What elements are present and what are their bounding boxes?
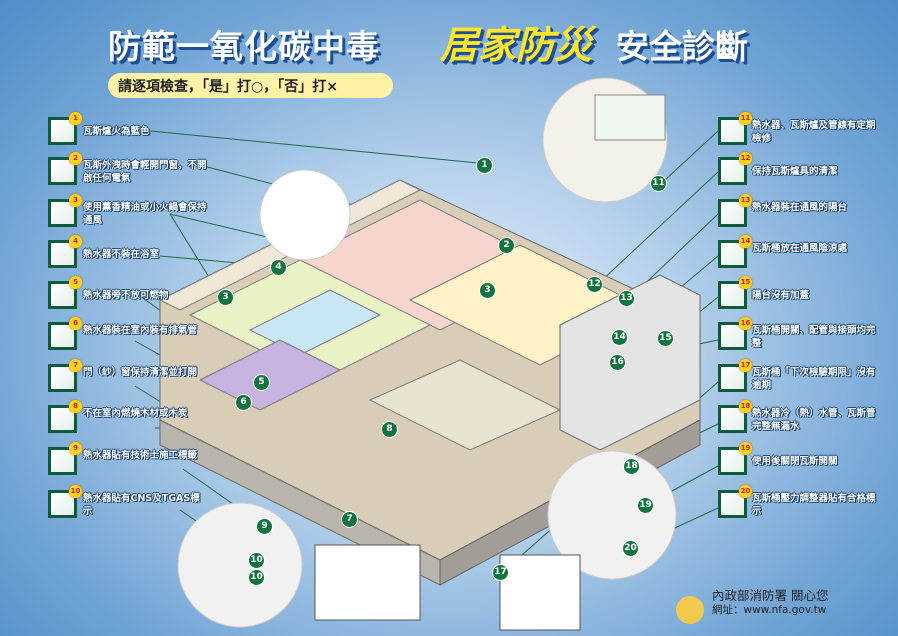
checklist-label-3: 使用薰香精油或小火鍋會保持通風 [83,202,207,226]
item-number-badge: 20 [739,485,752,498]
item-number-badge: 12 [739,152,752,165]
checklist-label-14: 瓦斯桶放在通風陰涼處 [752,243,848,254]
checklist-label-17: 瓦斯桶「下次檢驗期限」沒有逾期 [752,367,876,391]
marker-1: 1 [476,157,493,174]
checklist-label-5: 熱水器旁不放可燃物 [83,290,169,301]
checkbox-item-4[interactable]: 4 [48,235,82,268]
checkbox-item-20[interactable]: 20 [718,485,752,518]
checklist-label-20: 瓦斯桶壓力調整器貼有合格標示 [752,493,876,517]
checklist-label-10: 熱水器貼有CNS及TGAS標示 [83,493,200,517]
item-number-badge: 5 [69,276,82,289]
checkbox-item-2[interactable]: 2 [48,152,82,185]
item-number-badge: 17 [739,359,752,372]
checkbox-item-10[interactable]: 10 [48,485,82,518]
checklist-label-11: 熱水器、瓦斯爐及管線有定期檢修 [752,120,876,144]
marker-12: 12 [586,276,603,293]
item-number-badge: 16 [739,317,752,330]
marker-5: 5 [253,374,270,391]
checkbox-item-6[interactable]: 6 [48,317,82,350]
checkbox-item-16[interactable]: 16 [718,317,752,350]
item-number-badge: 9 [69,442,82,455]
checklist-label-6: 熱水器裝在室內裝有排氣管 [83,325,198,336]
checklist-label-13: 熱水器裝在通風的陽台 [752,202,848,213]
title-main: 防範一氧化碳中毒 [108,27,380,66]
title-highlight: 居家防災 [440,22,593,67]
item-number-badge: 1 [69,112,82,125]
item-number-badge: 11 [739,112,752,125]
item-number-badge: 3 [69,194,82,207]
footer-organization: 內政部消防署 關心您 [712,588,829,603]
checkbox-item-15[interactable]: 15 [718,276,752,309]
marker-10: 10 [248,552,265,569]
checkbox-item-12[interactable]: 12 [718,152,752,185]
checkbox-item-17[interactable]: 17 [718,359,752,392]
checklist-label-7: 門（紗）窗保持清潔並打開 [83,367,198,378]
item-number-badge: 15 [739,276,752,289]
checkbox-item-3[interactable]: 3 [48,194,82,227]
checklist-label-8: 不在室內燃燒木材或木炭 [83,408,188,419]
checkbox-item-8[interactable]: 8 [48,400,82,433]
marker-9: 9 [256,518,273,535]
marker-4: 4 [270,259,287,276]
marker-3: 3 [217,289,234,306]
item-number-badge: 6 [69,317,82,330]
title-end: 安全診斷 [616,27,748,66]
checklist-label-1: 瓦斯爐火為藍色 [83,126,150,137]
checklist-label-9: 熱水器貼有技術士施工標籤 [83,450,198,461]
marker-18: 18 [623,458,640,475]
checkbox-item-13[interactable]: 13 [718,194,752,227]
marker-19: 19 [637,497,654,514]
marker-16: 16 [609,354,626,371]
checklist-label-12: 保持瓦斯爐具的清潔 [752,166,838,177]
marker-14: 14 [611,329,628,346]
checklist-label-16: 瓦斯桶開關、配管與接頭均完整 [752,325,876,349]
marker-20: 20 [622,540,639,557]
marker-13: 13 [618,290,635,307]
item-number-badge: 19 [739,442,752,455]
checklist-label-2: 瓦斯外洩時會輕開門窗，不開啟任何電氣 [83,160,207,184]
checkbox-item-11[interactable]: 11 [718,112,752,145]
item-number-badge: 2 [69,152,82,165]
item-number-badge: 14 [739,235,752,248]
marker-7: 7 [341,511,358,528]
checkbox-item-5[interactable]: 5 [48,276,82,309]
checkbox-item-1[interactable]: 1 [48,112,82,145]
checkbox-item-14[interactable]: 14 [718,235,752,268]
instruction-banner: 請逐項檢查，「是」打○，「否」打× [108,73,393,98]
item-number-badge: 10 [69,485,82,498]
checklist-label-4: 熱水器不裝在浴室 [83,249,160,260]
footer-url: 網址：www.nfa.gov.tw [712,604,827,616]
checkbox-item-7[interactable]: 7 [48,359,82,392]
checkbox-item-18[interactable]: 18 [718,400,752,433]
marker-17: 17 [492,564,509,581]
checklist-label-19: 使用後關閉瓦斯開關 [752,456,838,467]
marker-11: 11 [650,175,667,192]
item-number-badge: 7 [69,359,82,372]
checklist-label-18: 熱水器冷（熱）水管、瓦斯管完整無漏水 [752,408,876,432]
item-number-badge: 18 [739,400,752,413]
checkbox-item-9[interactable]: 9 [48,442,82,475]
marker-6: 6 [235,394,252,411]
checkbox-item-19[interactable]: 19 [718,442,752,475]
checklist-label-15: 陽台沒有加蓋 [752,290,810,301]
item-number-badge: 4 [69,235,82,248]
marker-15: 15 [657,330,674,347]
marker-10: 10 [248,569,265,586]
item-number-badge: 13 [739,194,752,207]
marker-8: 8 [381,421,398,438]
item-number-badge: 8 [69,400,82,413]
marker-2: 2 [498,237,515,254]
marker-3: 3 [479,282,496,299]
